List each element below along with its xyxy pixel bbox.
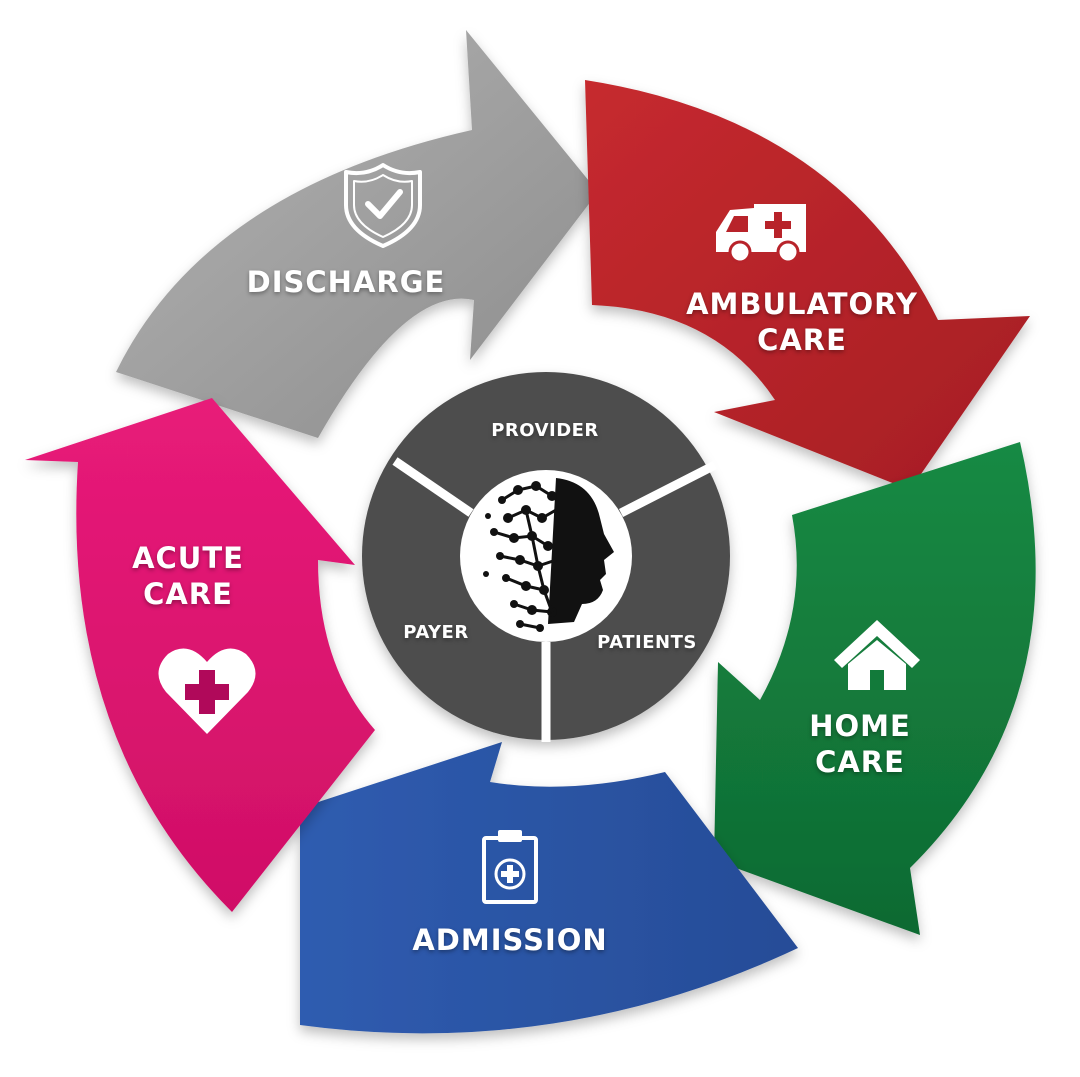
home-care-label-line2: CARE bbox=[815, 745, 905, 780]
ambulance-icon bbox=[716, 204, 806, 264]
acute-care-label-line2: CARE bbox=[143, 577, 233, 612]
ambulatory-care-arrow bbox=[585, 80, 1030, 490]
heart-plus-icon bbox=[158, 648, 256, 734]
home-care-label-line1: HOME bbox=[809, 709, 911, 743]
admission-label: ADMISSION bbox=[412, 923, 608, 957]
discharge-arrow bbox=[116, 30, 598, 438]
hub-patients-label: PATIENTS bbox=[597, 632, 697, 653]
hub-dividers bbox=[392, 457, 718, 742]
ai-head-icon bbox=[483, 478, 614, 632]
acute-care-arrow bbox=[25, 398, 375, 912]
clipboard-plus-icon bbox=[482, 830, 538, 904]
ambulatory-care-label-line2: CARE bbox=[757, 323, 847, 358]
discharge-label: DISCHARGE bbox=[246, 265, 446, 299]
ambulatory-care-label: AMBULATORY CARE bbox=[686, 286, 918, 359]
acute-care-label: ACUTE CARE bbox=[132, 540, 244, 613]
hub-provider-label: PROVIDER bbox=[491, 420, 599, 441]
ambulatory-care-label-line1: AMBULATORY bbox=[686, 287, 918, 321]
hub-divider bbox=[392, 457, 474, 517]
admission-arrow bbox=[300, 742, 798, 1034]
hub-divider bbox=[618, 460, 718, 518]
hub-payer-label: PAYER bbox=[403, 622, 469, 643]
acute-care-label-line1: ACUTE bbox=[132, 541, 244, 575]
shield-check-icon bbox=[344, 163, 422, 248]
home-care-label: HOME CARE bbox=[809, 708, 911, 781]
house-icon bbox=[834, 620, 920, 690]
